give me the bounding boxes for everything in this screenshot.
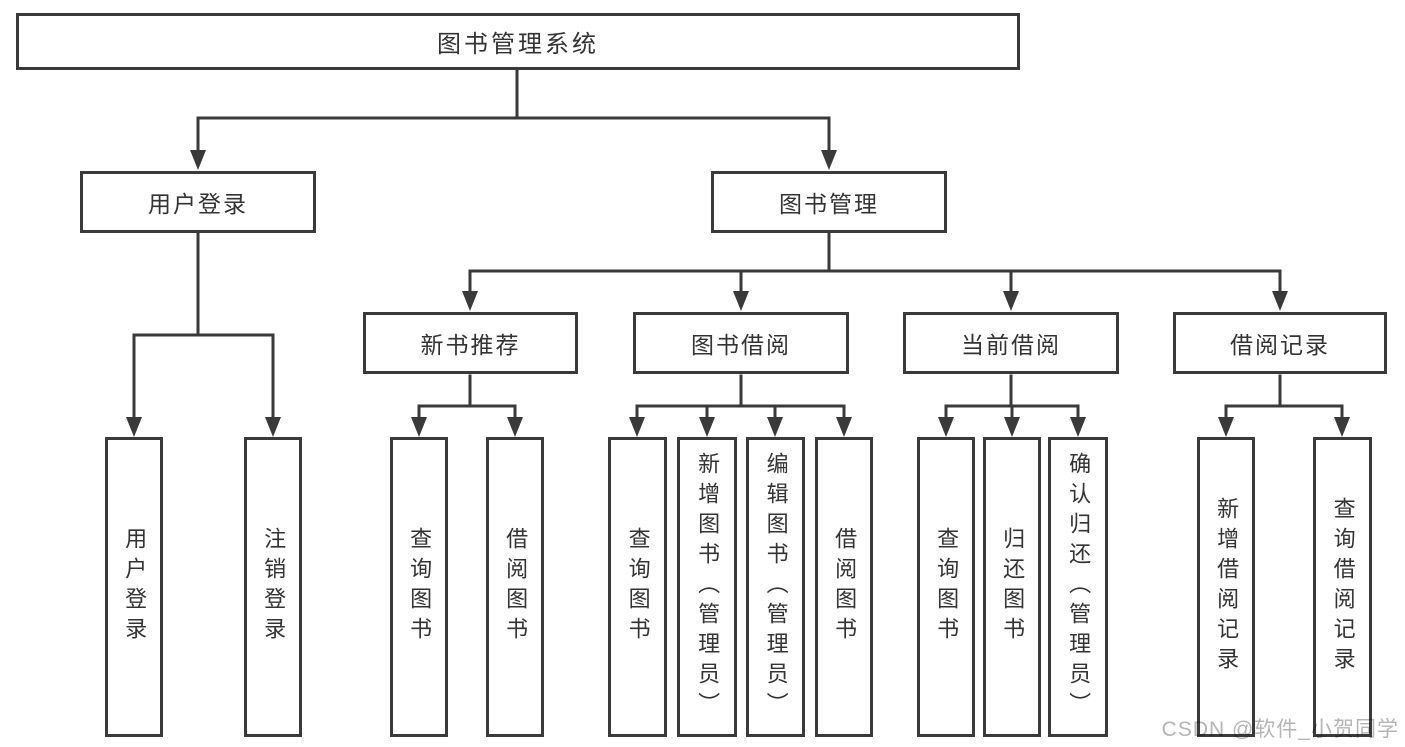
node-leaf-return-books: 归还图书: [983, 437, 1041, 737]
node-new-book-recommend: 新书推荐: [363, 312, 578, 374]
node-leaf-add-borrow-record: 新增借阅记录: [1197, 437, 1255, 737]
node-leaf-borrow-books-recommend: 借阅图书: [486, 437, 544, 737]
csdn-watermark: CSDN @软件_小贺同学: [1161, 718, 1399, 741]
node-user-login: 用户登录: [80, 171, 316, 233]
node-leaf-edit-book-admin: 编辑图书（管理员）: [746, 437, 805, 737]
node-leaf-query-books-recommend: 查询图书: [390, 437, 448, 737]
node-leaf-query-books-current: 查询图书: [917, 437, 975, 737]
node-current-borrow: 当前借阅: [903, 312, 1119, 374]
node-leaf-logout: 注销登录: [244, 437, 302, 737]
node-root-library-management-system: 图书管理系统: [16, 13, 1020, 70]
connector-root-to-level2: [190, 68, 837, 170]
node-leaf-add-book-admin: 新增图书（管理员）: [677, 437, 737, 737]
node-leaf-user-login: 用户登录: [105, 437, 163, 737]
node-borrow-records: 借阅记录: [1173, 312, 1387, 374]
connector-current-borrow-children: [938, 374, 1086, 437]
node-leaf-confirm-return-admin: 确认归还（管理员）: [1048, 437, 1108, 737]
connector-new-book-recommend-children: [411, 374, 523, 437]
connector-borrow-records-children: [1218, 374, 1350, 437]
node-leaf-query-borrow-record: 查询借阅记录: [1313, 437, 1372, 737]
connector-book-borrow-children: [629, 374, 852, 437]
connector-user-login-children: [126, 231, 281, 437]
connector-book-management-children: [462, 231, 1288, 311]
node-leaf-query-books-borrow: 查询图书: [608, 437, 667, 737]
node-book-management: 图书管理: [711, 171, 947, 233]
node-leaf-borrow-books: 借阅图书: [815, 437, 873, 737]
node-book-borrow: 图书借阅: [633, 312, 849, 374]
